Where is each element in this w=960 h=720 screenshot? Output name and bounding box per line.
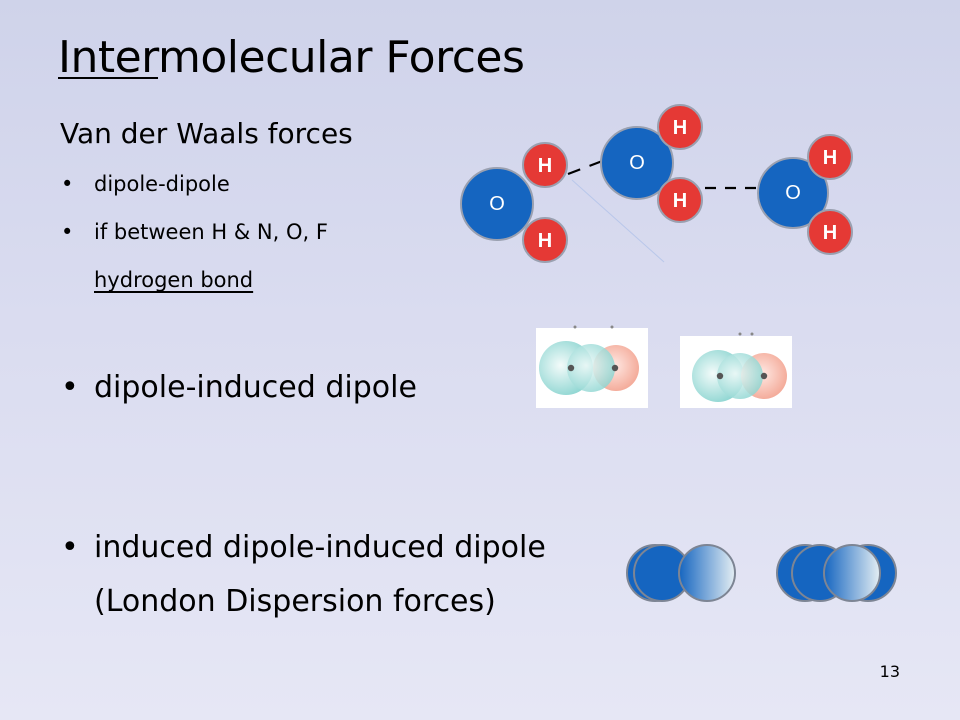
- london-dispersion-text: (London Dispersion forces): [94, 584, 496, 619]
- nucleus: [760, 372, 768, 380]
- oxygen-label: O: [629, 152, 645, 174]
- bullet-text-induced-induced: induced dipole-induced dipole: [94, 530, 546, 565]
- polar-molecule-image: [536, 325, 648, 408]
- hydrogen-bond-dash: [567, 158, 606, 176]
- oxygen-atom: [600, 126, 674, 200]
- oxygen-atom: [757, 157, 829, 229]
- guide-line: [571, 179, 665, 263]
- water-molecule-left: O H H: [460, 142, 568, 263]
- hydrogen-bond-text: hydrogen bond: [94, 268, 254, 292]
- london-pair-right: [776, 544, 897, 602]
- bullet-induced-induced: • induced dipole-induced dipole: [61, 528, 546, 568]
- bullet-h-bond-condition: • if between H & N, O, F: [61, 218, 328, 246]
- hydrogen-atom: [807, 209, 853, 255]
- speck: [610, 325, 614, 329]
- water-molecule-middle: O H H: [600, 104, 703, 223]
- hydrogen-label: H: [823, 222, 837, 244]
- bullet-dot: •: [61, 530, 79, 565]
- hydrogen-atom: [807, 134, 853, 180]
- hydrogen-atom: [522, 217, 568, 263]
- oxygen-label: O: [489, 193, 505, 215]
- bullet-dipole-dipole: • dipole-dipole: [61, 170, 230, 198]
- bullet-text-h-bond-condition: if between H & N, O, F: [94, 220, 328, 244]
- van-der-waals-heading: Van der Waals forces: [60, 117, 353, 150]
- bullet-text-dipole-dipole: dipole-dipole: [94, 172, 230, 196]
- london-pair-left: [626, 544, 736, 602]
- bullet-dot: •: [61, 220, 74, 244]
- slide-title-rest: molecular Forces: [158, 32, 525, 83]
- speck: [750, 332, 754, 336]
- nucleus: [567, 364, 575, 372]
- hydrogen-label: H: [538, 155, 552, 177]
- hydrogen-atom: [522, 142, 568, 188]
- bullet-dot: •: [61, 172, 74, 196]
- induced-molecule-image: [680, 332, 792, 408]
- hydrogen-label: H: [823, 147, 837, 169]
- atom-sphere-polarized: [823, 544, 881, 602]
- bullet-text-dipole-induced: dipole-induced dipole: [94, 370, 417, 405]
- page-number: 13: [879, 662, 900, 681]
- hydrogen-atom: [657, 104, 703, 150]
- bullet-dot: •: [61, 370, 79, 405]
- oxygen-label: O: [785, 182, 801, 204]
- speck: [573, 325, 577, 329]
- water-molecule-right: O H H: [757, 134, 853, 255]
- bullet-dipole-induced: • dipole-induced dipole: [61, 368, 417, 408]
- electron-cloud-overlap: [717, 353, 763, 399]
- hydrogen-atom: [657, 177, 703, 223]
- nucleus: [611, 364, 619, 372]
- hydrogen-label: H: [673, 190, 687, 212]
- atom-sphere-polarized: [678, 544, 736, 602]
- speck: [738, 332, 742, 336]
- nucleus: [716, 372, 724, 380]
- hydrogen-label: H: [673, 117, 687, 139]
- slide-title-prefix: Inter: [58, 32, 159, 83]
- oxygen-atom: [460, 167, 534, 241]
- electron-cloud-overlap: [567, 344, 615, 392]
- hydrogen-label: H: [538, 230, 552, 252]
- slide-title: Intermolecular Forces: [58, 30, 525, 86]
